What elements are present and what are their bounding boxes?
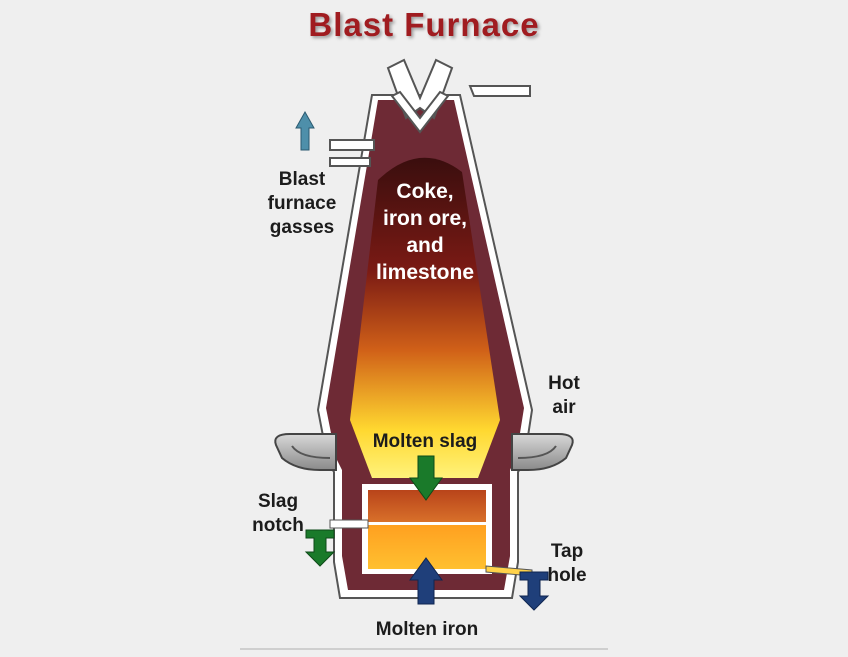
tap-hole-arrow-icon (518, 571, 550, 611)
tap-hole-label: Tap hole (547, 541, 587, 586)
charge-chamber (350, 157, 500, 478)
gas-exhaust-arrow-icon (295, 110, 315, 151)
gas-offtake-pipe (329, 139, 375, 167)
bustle-pipe-left (274, 433, 337, 471)
molten-iron-label: Molten iron (375, 619, 479, 640)
slag-notch-channel (329, 519, 369, 529)
molten-slag-label: Molten slag (372, 431, 478, 452)
diagram-title: Blast Furnace (308, 6, 540, 43)
molten-iron-arrow-icon (409, 557, 443, 605)
bustle-pipe-right (511, 433, 574, 471)
slag-notch-label: Slag notch (252, 491, 304, 536)
slag-notch-arrow-icon (304, 529, 336, 567)
gases-label: Blast furnace gasses (267, 169, 337, 238)
hot-air-label: Hot air (548, 373, 580, 418)
charge-label: Coke, iron ore, and limestone (375, 180, 475, 284)
molten-slag-arrow-icon (409, 455, 443, 501)
baseline-divider (240, 648, 608, 650)
